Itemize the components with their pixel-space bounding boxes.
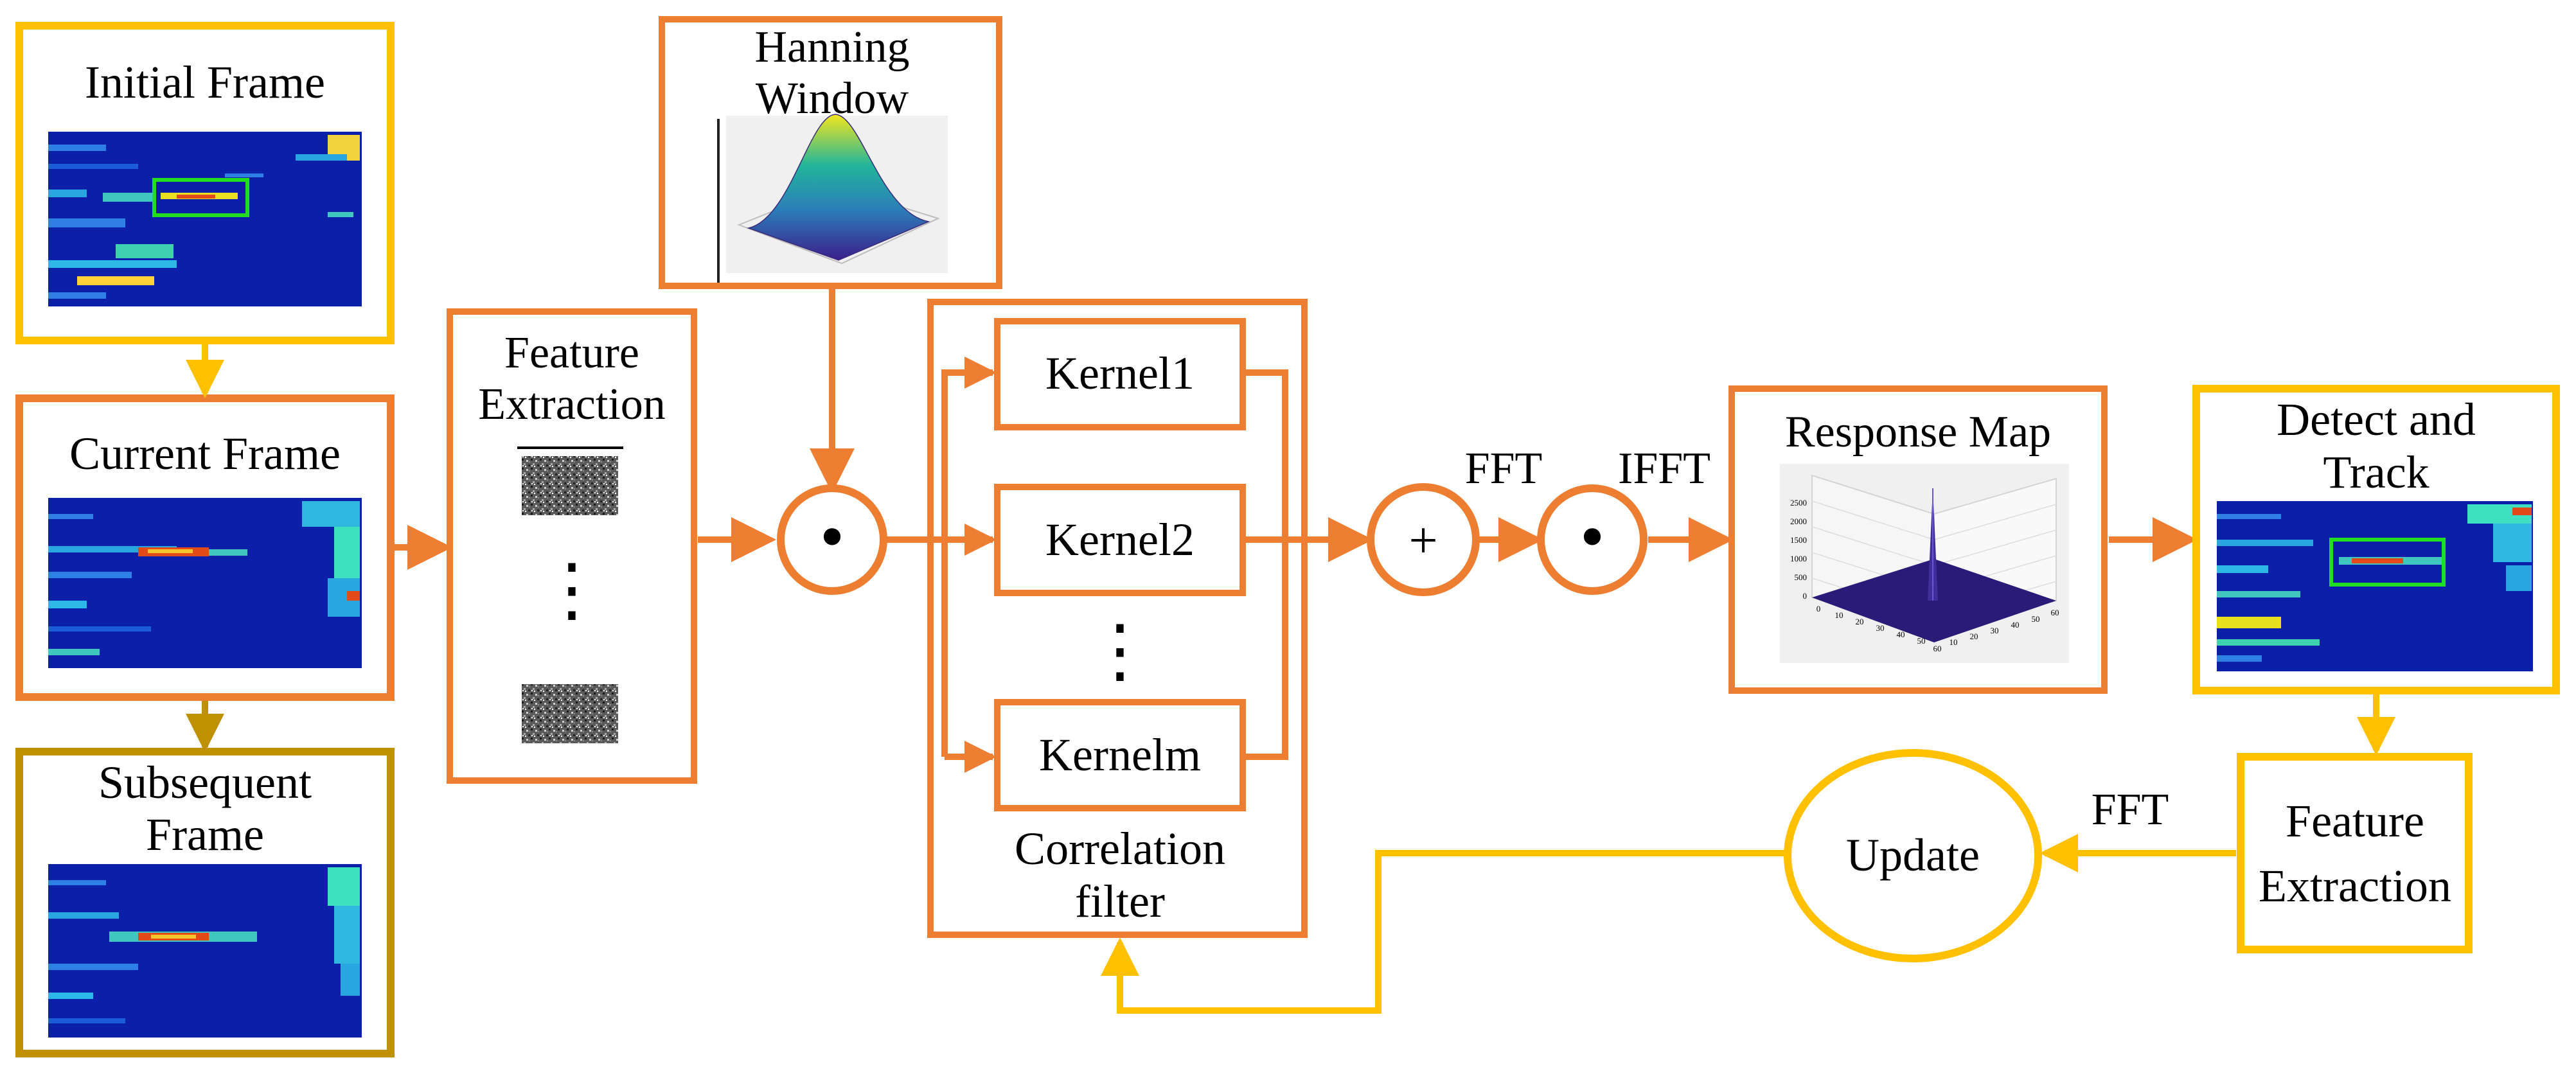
hanning-window-label-line1: Hanning (754, 22, 909, 72)
initial-frame-label: Initial Frame (85, 57, 325, 108)
feature-extraction-right-label-line2: Extraction (2259, 860, 2451, 912)
feature-extraction-label-line1: Feature (504, 328, 639, 378)
kernel-ellipsis: ⋮ (1085, 612, 1155, 690)
response-map-y-tick: 30 (1991, 626, 1999, 635)
kernel2-label: Kernel2 (1045, 514, 1195, 565)
feature-extraction-right-box: Feature Extraction (2237, 753, 2473, 953)
kernel1-box: Kernel1 (994, 318, 1246, 430)
kernelm-output-line (1246, 540, 1288, 760)
response-map-y-tick: 10 (1950, 637, 1958, 647)
response-map-x-tick: 0 (1817, 604, 1821, 614)
kernel1-label: Kernel1 (1045, 348, 1195, 399)
kernelm-box: Kernelm (994, 699, 1246, 811)
response-map-y-tick: 20 (1970, 632, 1978, 641)
sum-operator-symbol: + (1408, 513, 1437, 569)
response-map-x-tick: 20 (1856, 617, 1864, 626)
kernelm-label: Kernelm (1039, 729, 1201, 781)
response-map-y-tick: 60 (2051, 608, 2059, 617)
kernel2-box: Kernel2 (994, 484, 1246, 596)
fft-label-top: FFT (1465, 444, 1543, 493)
update-label: Update (1846, 829, 1980, 881)
detect-track-box: Detect and Track (2192, 385, 2560, 694)
multiply-operator-2: • (1537, 484, 1648, 595)
response-map-label: Response Map (1785, 407, 2051, 457)
response-map-y-tick: 40 (2011, 620, 2020, 630)
response-map-z-tick: 2500 (1790, 498, 1807, 508)
current-frame-box: Current Frame (15, 394, 395, 701)
response-map-z-tick: 0 (1803, 591, 1808, 601)
detect-track-heatmap (2217, 501, 2533, 671)
fft-label-update: FFT (2092, 785, 2169, 835)
current-frame-heatmap (48, 498, 362, 668)
response-map-x-tick: 40 (1897, 630, 1905, 639)
response-map-x-tick: 10 (1835, 610, 1843, 620)
hanning-window-plot (726, 114, 948, 273)
subsequent-frame-label-line2: Frame (146, 809, 264, 860)
feature-map-top (522, 456, 618, 515)
update-node: Update (1784, 749, 2042, 962)
feature-extraction-box: Feature Extraction ⋮ (447, 308, 697, 784)
feature-map-bottom (522, 684, 618, 743)
subsequent-frame-heatmap (48, 864, 362, 1038)
initial-frame-heatmap (48, 132, 362, 306)
feature-extraction-right-label-line1: Feature (2286, 795, 2424, 847)
current-frame-label: Current Frame (69, 428, 341, 479)
subsequent-frame-label-line1: Subsequent (98, 757, 312, 808)
response-map-box: Response Map 2500 2000 1500 1000 500 (1728, 385, 2108, 694)
response-map-x-tick: 50 (1917, 636, 1926, 646)
feature-extraction-label-line2: Extraction (478, 380, 666, 429)
hanning-window-box: Hanning Window (659, 16, 1002, 289)
multiply-operator-1: • (777, 484, 887, 595)
detect-track-label-line2: Track (2323, 446, 2429, 498)
branch-vertical-line (941, 357, 997, 757)
update-to-correlation-arrow (1101, 850, 1788, 1014)
response-map-z-tick: 2000 (1790, 517, 1807, 526)
response-map-x-tick: 60 (1933, 644, 1942, 653)
initial-frame-box: Initial Frame (15, 22, 395, 344)
correlation-filter-label-line1: Correlation (1015, 823, 1225, 874)
kernel1-output-line (1246, 369, 1288, 540)
detect-track-label-line1: Detect and (2277, 394, 2476, 445)
response-map-z-tick: 500 (1795, 572, 1808, 582)
correlation-filter-label-line2: filter (1075, 876, 1165, 927)
sum-operator: + (1367, 483, 1480, 596)
response-map-z-tick: 1000 (1790, 554, 1807, 563)
multiply-operator-1-symbol: • (820, 497, 845, 576)
feature-extraction-ellipsis: ⋮ (537, 551, 607, 629)
response-map-x-tick: 30 (1876, 623, 1885, 633)
multiply-operator-2-symbol: • (1580, 497, 1605, 576)
response-map-z-tick: 1500 (1790, 535, 1807, 545)
correlation-filter-box: Kernel1 Kernel2 ⋮ Kernelm Correlation fi… (884, 299, 1308, 938)
ifft-label: IFFT (1618, 444, 1710, 493)
response-map-y-tick: 50 (2032, 614, 2040, 624)
response-map-plot: 2500 2000 1500 1000 500 0 0 10 20 30 40 … (1780, 464, 2069, 663)
subsequent-frame-box: Subsequent Frame (15, 748, 395, 1057)
